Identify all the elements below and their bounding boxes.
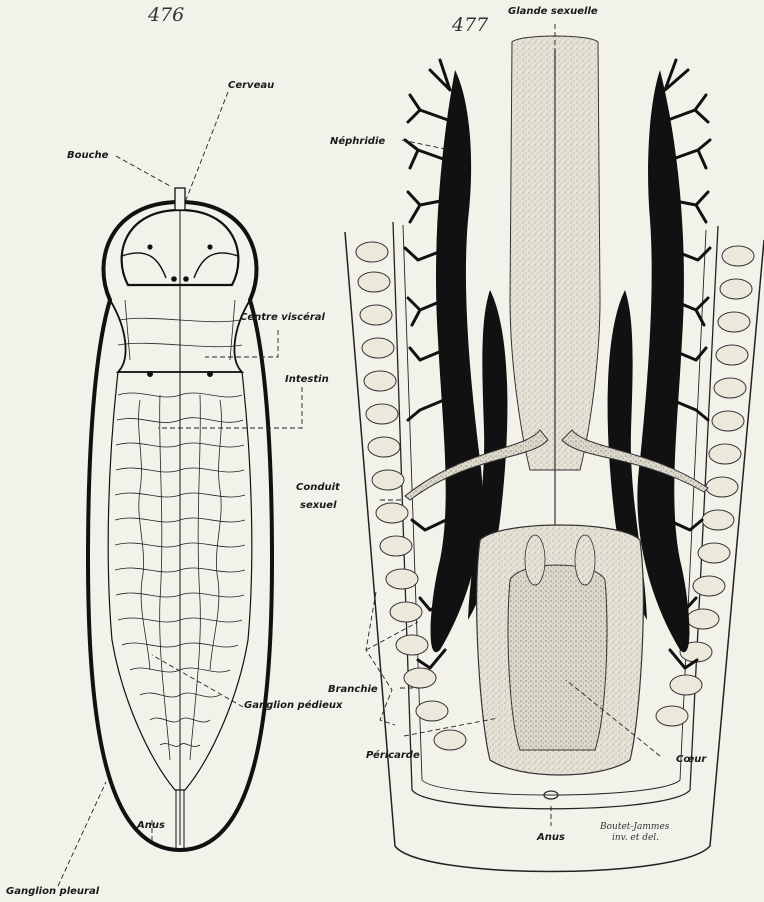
figure-477 [345, 36, 764, 872]
auricle-left [525, 535, 545, 585]
buccal-ganglion-right [183, 276, 189, 282]
visceral-ganglion-right [207, 371, 213, 377]
artist-signature: Boutet-Jammes inv. et del. [600, 822, 669, 844]
mouth-tube [175, 188, 185, 210]
cerebral-ganglion-left [147, 244, 152, 249]
signature-name: Boutet-Jammes [600, 822, 669, 833]
label-sexuel: sexuel [300, 500, 337, 511]
label-ganglion-pleural: Ganglion pleural [6, 886, 99, 897]
figure-number-477: 477 [452, 14, 488, 36]
figure-476 [88, 188, 272, 850]
label-glande-sexuelle: Glande sexuelle [508, 6, 598, 17]
label-anus-476: Anus [137, 820, 165, 831]
cerebral-ganglion-right [207, 244, 212, 249]
genital-duct-right [562, 430, 708, 492]
label-cerveau: Cerveau [228, 80, 274, 91]
auricle-right [575, 535, 595, 585]
label-branchie: Branchie [328, 684, 378, 695]
label-centre-visceral: Centre viscéral [240, 312, 325, 323]
label-bouche: Bouche [67, 150, 108, 161]
label-intestin: Intestin [285, 374, 329, 385]
label-coeur: Cœur [676, 754, 706, 765]
label-anus-477: Anus [537, 832, 565, 843]
label-pericarde: Péricarde [366, 750, 420, 761]
buccal-ganglion-left [171, 276, 177, 282]
label-nephridie: Néphridie [330, 136, 385, 147]
visceral-ganglion-left [147, 371, 153, 377]
label-ganglion-pedieux: Ganglion pédieux [244, 700, 342, 711]
signature-credit: inv. et del. [600, 833, 669, 844]
label-conduit: Conduit [296, 482, 340, 493]
figure-number-476: 476 [148, 4, 184, 26]
heart [508, 565, 607, 750]
